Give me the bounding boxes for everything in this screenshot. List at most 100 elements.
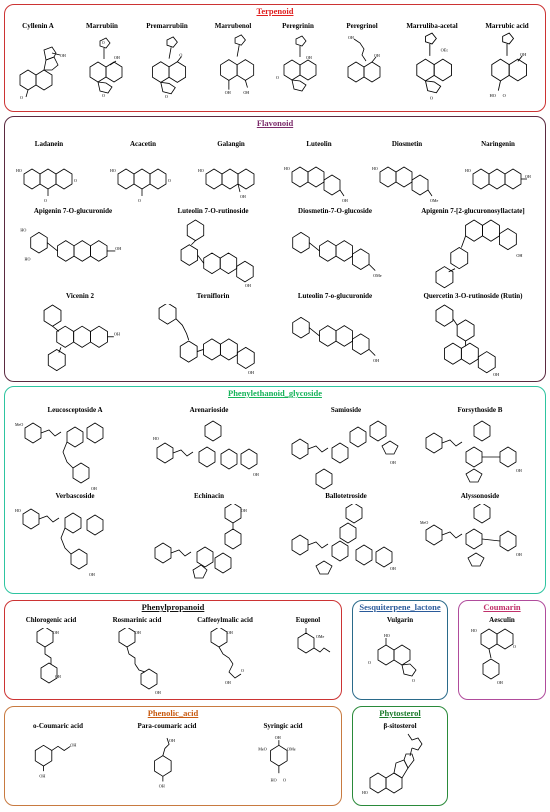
svg-text:HO: HO bbox=[20, 227, 26, 232]
structure-flavonol-diglycoside: OH bbox=[404, 304, 542, 378]
compound-name: Peregrinol bbox=[346, 22, 378, 30]
compound-echinacin: Echinacin OH bbox=[144, 492, 274, 584]
compound-name: Arenarioside bbox=[189, 406, 229, 414]
svg-text:MeO: MeO bbox=[258, 746, 266, 751]
svg-text:OH: OH bbox=[516, 468, 522, 473]
svg-text:HO: HO bbox=[465, 168, 471, 173]
group-title-phenylpropanoid: Phenylpropanoid bbox=[141, 602, 205, 612]
compound-forsythoside-b: Forsythoside B OH bbox=[420, 406, 540, 492]
group-phytosterol: Phytosterol bbox=[352, 706, 448, 806]
structure-flavone-glycoside: OH bbox=[404, 219, 542, 293]
svg-text:OH: OH bbox=[155, 690, 161, 695]
svg-text:HO: HO bbox=[153, 436, 159, 441]
compound-name: Eugenol bbox=[295, 616, 321, 624]
svg-text:OH: OH bbox=[70, 742, 76, 747]
structure-flavone-glycoside: OH bbox=[272, 304, 398, 370]
svg-text:O: O bbox=[241, 668, 244, 673]
svg-text:HO: HO bbox=[25, 256, 31, 261]
compound-name: Ballotetroside bbox=[325, 492, 367, 500]
svg-text:O: O bbox=[503, 93, 506, 98]
compound-name: Rosmarinic acid bbox=[112, 616, 162, 624]
svg-text:O: O bbox=[168, 178, 171, 183]
svg-text:O: O bbox=[138, 198, 141, 203]
svg-text:OMe: OMe bbox=[373, 273, 382, 278]
svg-text:OH: OH bbox=[225, 680, 231, 685]
group-title-coumarin: Coumarin bbox=[483, 602, 521, 612]
svg-text:O: O bbox=[44, 198, 47, 203]
compound-name: Echinacin bbox=[194, 492, 224, 500]
compound-name: Luteolin bbox=[306, 140, 332, 148]
compound-name: Luteolin 7-o-glucuronide bbox=[297, 292, 373, 300]
compound-eugenol: Eugenol OH OMe bbox=[276, 616, 340, 698]
compound-name: Vicenin 2 bbox=[66, 292, 94, 300]
svg-text:OH: OH bbox=[60, 53, 66, 58]
svg-text:OMe: OMe bbox=[287, 746, 296, 751]
compound-name: Marrubic acid bbox=[485, 22, 529, 30]
group-phenylpropanoid: Phenylpropanoid bbox=[4, 600, 342, 700]
svg-text:HO: HO bbox=[110, 168, 116, 173]
compound-name: Aesculin bbox=[489, 616, 515, 624]
structure-flavone: O O HO bbox=[104, 152, 182, 204]
svg-text:OH: OH bbox=[304, 628, 310, 629]
compound-beta-sitosterol: β-sitosterol HO bbox=[356, 722, 444, 802]
compound-name: Quercetin 3-O-rutinoside (Rutin) bbox=[423, 292, 523, 300]
group-title-phytosterol: Phytosterol bbox=[379, 708, 421, 718]
structure-phenylethanoid-glycoside: OH bbox=[420, 418, 540, 492]
svg-text:O: O bbox=[283, 777, 286, 782]
compound-vicenin-2: Vicenin 2 OH bbox=[10, 292, 150, 378]
compound-name: Syringic acid bbox=[263, 722, 303, 730]
compound-samioside: Samioside OH bbox=[276, 406, 416, 492]
compound-arenarioside: Arenarioside HO OH bbox=[144, 406, 274, 492]
compound-name: Samioside bbox=[330, 406, 362, 414]
compound-name: Para-coumaric acid bbox=[137, 722, 197, 730]
structure-phenylethanoid-glycoside: OH bbox=[144, 504, 274, 584]
compound-name: Naringenin bbox=[481, 140, 515, 148]
svg-text:O: O bbox=[20, 95, 23, 100]
svg-text:OH: OH bbox=[225, 90, 231, 95]
svg-text:O: O bbox=[102, 93, 105, 98]
compound-name: Alyssonoside bbox=[460, 492, 500, 500]
svg-text:OH: OH bbox=[306, 55, 312, 60]
svg-text:OH: OH bbox=[253, 472, 259, 477]
svg-text:O: O bbox=[368, 660, 371, 665]
group-title-phenolic-acid: Phenolic_acid bbox=[147, 708, 199, 718]
svg-text:MeO: MeO bbox=[15, 422, 23, 427]
svg-text:OMe: OMe bbox=[316, 634, 324, 639]
svg-text:O: O bbox=[102, 41, 105, 45]
structure-furan-diterpene: OH OH bbox=[202, 32, 264, 108]
compound-ballotetroside: Ballotetroside OH bbox=[276, 492, 416, 584]
compound-name: Luteolin 7-O-rutinoside bbox=[177, 207, 249, 215]
svg-text:OH: OH bbox=[243, 90, 249, 95]
structure-sterol: HO bbox=[356, 732, 444, 802]
svg-text:HO: HO bbox=[198, 168, 204, 173]
compound-luteolin-7-o-glucuronide: Luteolin 7-o-glucuronide OH bbox=[272, 292, 398, 370]
svg-text:OH: OH bbox=[342, 198, 348, 203]
group-title-flavonoid: Flavonoid bbox=[256, 118, 294, 128]
compound-name: Apigenin 7-O-glucuronide bbox=[33, 207, 113, 215]
